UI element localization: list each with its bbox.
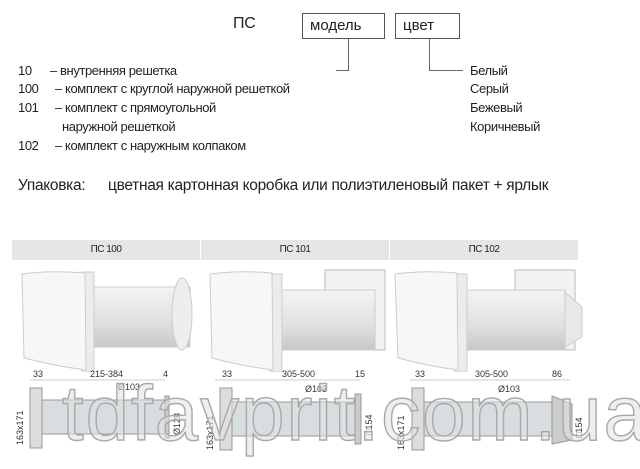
- model-code: 101: [18, 100, 39, 115]
- model-code: 102: [18, 138, 39, 153]
- model-desc: – внутренняя решетка: [50, 63, 177, 78]
- model-code: 10: [18, 63, 32, 78]
- dim-length: 305-500: [475, 369, 508, 379]
- dim-length: 215-384: [90, 369, 123, 379]
- packaging-label: Упаковка:: [18, 177, 86, 194]
- dim-end: □154: [364, 415, 374, 435]
- dim-length: 305-500: [282, 369, 315, 379]
- model-connector-h: [336, 70, 349, 71]
- product-header: ПС 102: [390, 240, 578, 260]
- model-desc-cont: наружной решеткой: [62, 119, 176, 134]
- model-desc: – комплект с прямоугольной: [55, 100, 216, 115]
- model-connector: [348, 39, 349, 71]
- dim-diameter: Ø103: [498, 384, 520, 394]
- dim-height: 163x171: [205, 415, 215, 450]
- dim-end: Ø128: [172, 413, 182, 435]
- dim-diameter: Ø103: [118, 382, 140, 392]
- dim-a: 33: [415, 369, 425, 379]
- product-header: ПС 101: [201, 240, 389, 260]
- drawing-pc100: [29, 387, 170, 449]
- drawing-pc101: [219, 387, 362, 451]
- model-desc: – комплект с наружным колпаком: [55, 138, 246, 153]
- product-header: ПС 100: [12, 240, 200, 260]
- color-item: Бежевый: [470, 100, 523, 115]
- dim-c: 15: [355, 369, 365, 379]
- model-desc: – комплект с круглой наружной решеткой: [55, 81, 290, 96]
- watermark: tdfavprit.com.ua: [61, 368, 640, 457]
- color-connector: [429, 39, 430, 71]
- packaging-text: цветная картонная коробка или полиэтилен…: [108, 177, 549, 194]
- color-item: Серый: [470, 81, 509, 96]
- color-item: Белый: [470, 63, 508, 78]
- model-code: 100: [18, 81, 39, 96]
- dim-a: 33: [222, 369, 232, 379]
- dim-height: 163x171: [396, 415, 406, 450]
- dim-height: 163x171: [15, 410, 25, 445]
- dim-end: □154: [574, 418, 584, 438]
- dim-c: 4: [163, 369, 168, 379]
- product-image-pc101: [209, 269, 386, 372]
- color-connector-h: [429, 70, 463, 71]
- model-box: модель: [302, 13, 385, 39]
- dim-c: 86: [552, 369, 562, 379]
- drawing-pc102: [411, 387, 573, 451]
- product-image-pc100: [21, 271, 193, 372]
- product-images: [21, 269, 583, 372]
- dim-a: 33: [33, 369, 43, 379]
- color-item: Коричневый: [470, 119, 540, 134]
- dimension-drawings: 33 215-384 4 Ø103 163x171 Ø128 33 305-50…: [15, 369, 584, 451]
- product-image-pc102: [394, 269, 583, 372]
- color-box: цвет: [395, 13, 460, 39]
- code-prefix: ПС: [233, 15, 256, 32]
- dim-diameter: Ø103: [305, 384, 327, 394]
